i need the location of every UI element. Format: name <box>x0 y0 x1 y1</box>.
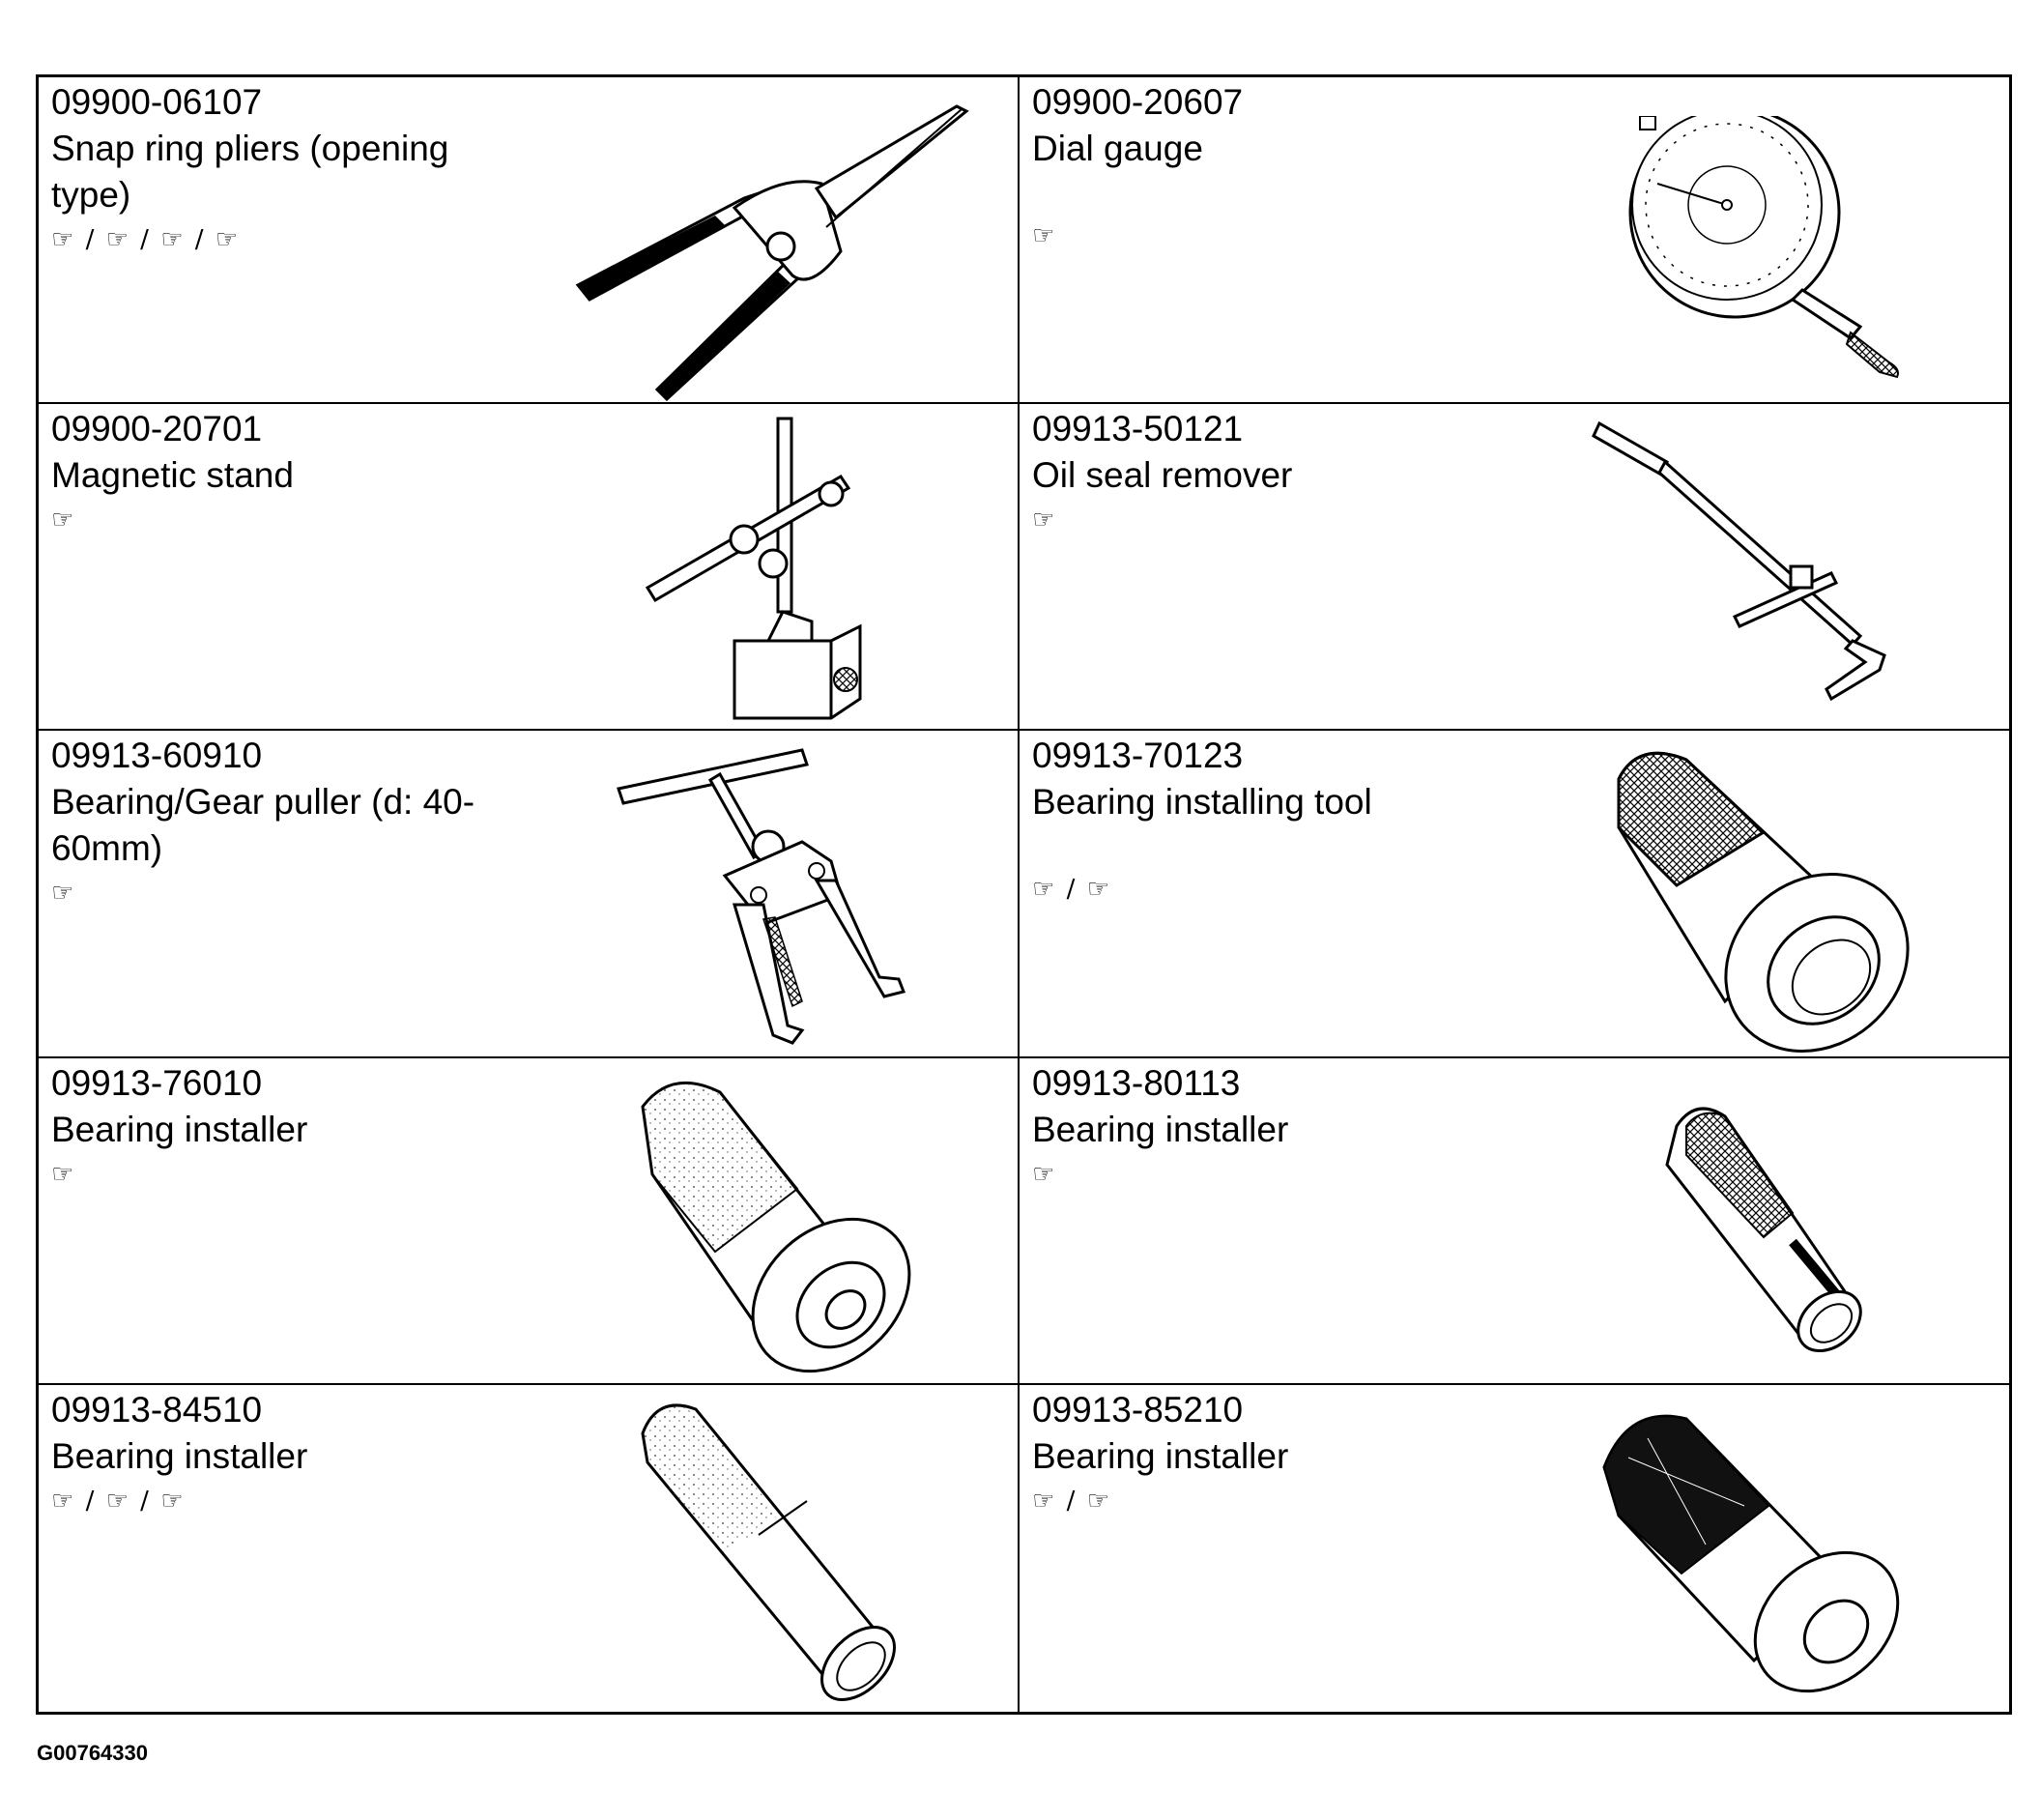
tool-cell: 09900-20701 Magnetic stand ☞ <box>39 404 1020 732</box>
bearing-installer-icon <box>1590 1400 1928 1709</box>
magnetic-stand-icon <box>638 409 947 728</box>
tool-cell: 09913-80113 Bearing installer ☞ <box>1020 1058 2009 1385</box>
tool-cell: 09900-20607 Dial gauge ☞ <box>1020 77 2009 405</box>
bearing-installer-icon <box>623 1395 942 1712</box>
tool-name: Bearing/Gear puller (d: 40-60mm) <box>51 782 475 869</box>
reference-links[interactable]: ☞ / ☞ / ☞ / ☞ <box>51 225 241 254</box>
part-number: 09913-80113 <box>1032 1062 1241 1103</box>
part-number: 09913-85210 <box>1032 1389 1244 1430</box>
tool-cell: 09913-70123 Bearing installing tool ☞ / … <box>1020 731 2009 1058</box>
tool-name: Bearing installer <box>1032 1109 1289 1149</box>
gear-puller-icon <box>609 736 986 1054</box>
bearing-installer-icon <box>623 1068 962 1383</box>
tool-cell: 09913-76010 Bearing installer ☞ <box>39 1057 1020 1385</box>
reference-links[interactable]: ☞ <box>51 506 76 535</box>
bearing-installing-tool-icon <box>1599 740 1928 1055</box>
reference-links[interactable]: ☞ <box>1032 221 1057 250</box>
figure-id: G00764330 <box>37 1741 148 1765</box>
tool-name: Magnetic stand <box>51 455 294 496</box>
reference-links[interactable]: ☞ <box>1032 1159 1057 1189</box>
tool-cell: 09913-60910 Bearing/Gear puller (d: 40-6… <box>39 731 1020 1058</box>
tool-cell: 09913-85210 Bearing installer ☞ / ☞ <box>1020 1385 2009 1712</box>
dial-gauge-icon <box>1619 116 1938 402</box>
tool-cell: 09900-06107 Snap ring pliers (opening ty… <box>39 77 1020 405</box>
part-number: 09900-06107 <box>51 82 263 122</box>
reference-links[interactable]: ☞ <box>51 879 76 909</box>
special-tools-table: 09900-06107 Snap ring pliers (opening ty… <box>36 74 2012 1715</box>
part-number: 09913-50121 <box>1032 409 1244 449</box>
tool-name: Bearing installer <box>51 1109 308 1149</box>
reference-links[interactable]: ☞ / ☞ <box>1032 1486 1111 1516</box>
bearing-installer-icon <box>1648 1097 1899 1377</box>
reference-links[interactable]: ☞ / ☞ <box>1032 875 1111 905</box>
tool-name: Bearing installer <box>51 1435 308 1476</box>
part-number: 09913-70123 <box>1032 736 1244 776</box>
tool-name: Oil seal remover <box>1032 455 1293 496</box>
tool-name: Dial gauge <box>1032 129 1203 168</box>
tool-cell: 09913-84510 Bearing installer ☞ / ☞ / ☞ <box>39 1384 1020 1712</box>
part-number: 09913-76010 <box>51 1062 263 1103</box>
reference-links[interactable]: ☞ / ☞ / ☞ <box>51 1486 186 1516</box>
part-number: 09913-60910 <box>51 736 263 776</box>
reference-links[interactable]: ☞ <box>1032 506 1057 535</box>
snap-ring-pliers-icon <box>570 82 1015 401</box>
part-number: 09913-84510 <box>51 1389 263 1430</box>
tool-name: Bearing installing tool <box>1032 782 1372 823</box>
tool-name: Snap ring pliers (opening type) <box>51 129 449 215</box>
part-number: 09900-20701 <box>51 409 263 449</box>
tool-cell: 09913-50121 Oil seal remover ☞ <box>1020 404 2009 732</box>
oil-seal-remover-icon <box>1590 409 1909 728</box>
reference-links[interactable]: ☞ <box>51 1159 76 1189</box>
part-number: 09900-20607 <box>1032 82 1244 122</box>
tool-name: Bearing installer <box>1032 1435 1289 1476</box>
